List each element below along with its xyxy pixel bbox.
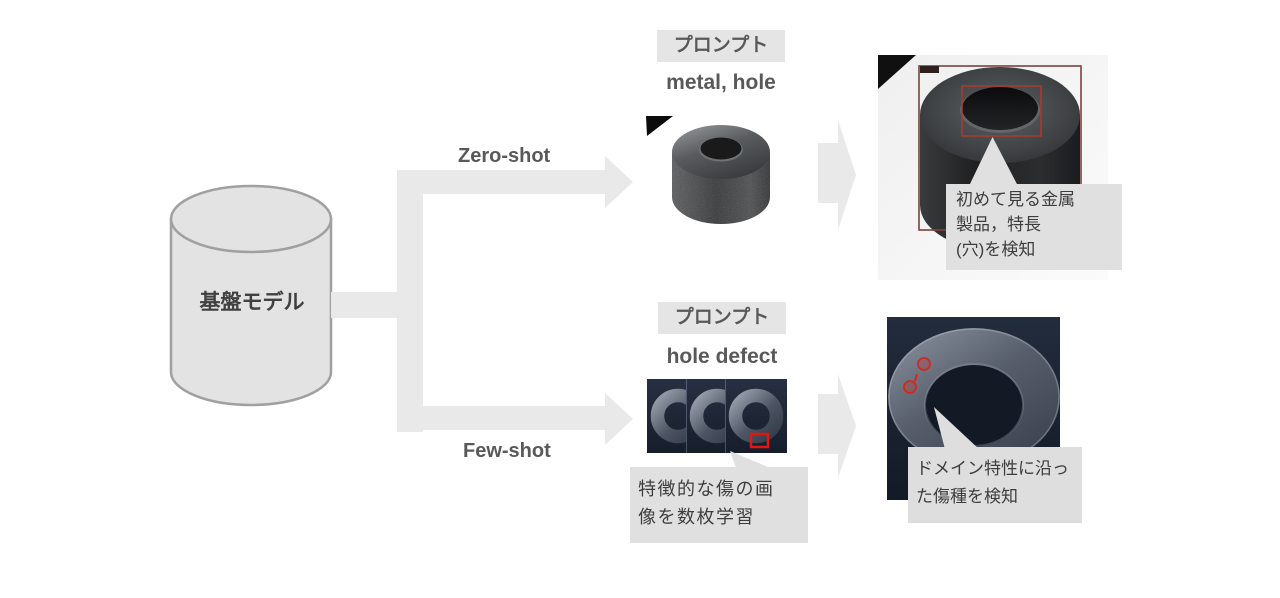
few-shot-arrow-shaft (397, 406, 605, 430)
few-shot-result-callout: ドメイン特性に沿っ た傷種を検知 (908, 447, 1082, 523)
zero-shot-prompt-value: metal, hole (666, 71, 776, 94)
flow-arrow-top-shaft (818, 143, 838, 203)
hole-bounding-box (961, 85, 1042, 137)
few-shot-prompt-value: hole defect (666, 345, 778, 368)
zero-shot-arrow-shaft (397, 170, 605, 194)
callout-text-line: 初めて見る金属 (956, 190, 1075, 209)
callout-text-line: 製品，特長 (956, 215, 1041, 234)
callout-text-line: た傷種を検知 (916, 487, 1018, 506)
zero-shot-branch-label: Zero-shot (458, 145, 551, 167)
foundation-model-label: 基盤モデル (199, 291, 305, 314)
flow-arrow-top-head-icon (838, 120, 856, 230)
photo-corner-wedge (878, 55, 916, 89)
few-shot-input-callout: 特徴的な傷の画 像を数枚学習 (630, 467, 808, 543)
zero-shot-arrowhead-icon (605, 156, 633, 208)
callout-text-line: ドメイン特性に沿っ (916, 459, 1069, 478)
zero-shot-input-photo (646, 113, 794, 231)
callout-text-line: 特徴的な傷の画 (638, 479, 775, 499)
flow-arrow-bottom-head-icon (838, 374, 856, 478)
few-shot-branch-label: Few-shot (463, 440, 551, 462)
few-shot-arrowhead-icon (605, 393, 633, 445)
few-shot-input-photos (647, 379, 787, 453)
detection-label-tag (920, 66, 939, 73)
defect-detection-marks (903, 357, 931, 394)
callout-text-line: 像を数枚学習 (638, 507, 755, 527)
zero-shot-prompt-tag: プロンプト (657, 30, 785, 62)
branch-vertical-bar (397, 170, 423, 432)
callout-text-line: (穴)を検知 (956, 240, 1036, 259)
photo-corner-wedge (646, 116, 673, 136)
database-cylinder-icon (169, 184, 333, 407)
connector-stub (331, 292, 407, 318)
defect-annotation-box (749, 432, 770, 449)
zero-shot-result-callout: 初めて見る金属 製品，特長 (穴)を検知 (946, 184, 1122, 270)
few-shot-prompt-tag: プロンプト (658, 302, 786, 334)
flow-arrow-bottom-shaft (818, 394, 838, 454)
